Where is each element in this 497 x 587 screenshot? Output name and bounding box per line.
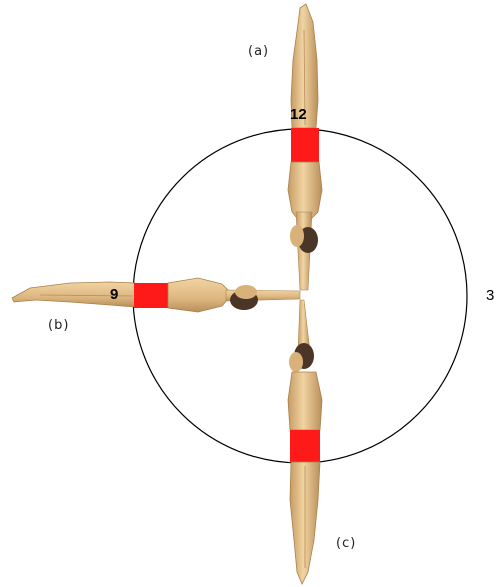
label-a: (a) (248, 44, 269, 59)
diver-figure-b (12, 278, 300, 312)
diver-figure-c (288, 300, 322, 584)
clock-number-9: 9 (110, 286, 118, 303)
diver-figure-a (288, 4, 322, 290)
label-c: (c) (336, 536, 356, 551)
clock-number-3: 3 (486, 287, 494, 304)
clock-number-12: 12 (290, 106, 307, 123)
label-b: (b) (48, 318, 69, 333)
